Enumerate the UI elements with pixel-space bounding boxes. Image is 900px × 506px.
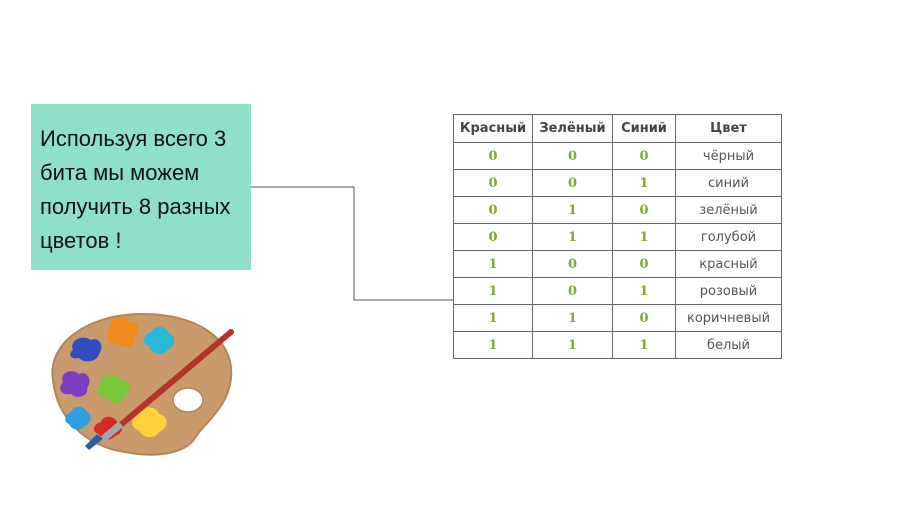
red-bit: 1 — [453, 331, 533, 359]
color-name: чёрный — [675, 142, 782, 170]
blue-bit: 0 — [612, 304, 676, 332]
header-red: Красный — [453, 114, 533, 143]
green-bit: 1 — [532, 304, 613, 332]
red-bit: 1 — [453, 304, 533, 332]
paint-palette-icon — [51, 312, 234, 456]
color-name: розовый — [675, 277, 782, 305]
callout-line-4: цветов ! — [40, 228, 122, 253]
green-bit: 0 — [532, 250, 613, 278]
green-bit: 1 — [532, 196, 613, 224]
green-bit: 0 — [532, 142, 613, 170]
red-bit: 0 — [453, 169, 533, 197]
red-bit: 1 — [453, 250, 533, 278]
table-row: 1 0 1 розовый — [453, 277, 782, 305]
color-name: белый — [675, 331, 782, 359]
red-bit: 0 — [453, 223, 533, 251]
color-name: красный — [675, 250, 782, 278]
green-bit: 0 — [532, 277, 613, 305]
red-bit: 0 — [453, 142, 533, 170]
callout-box: Используя всего 3 бита мы можем получить… — [31, 104, 251, 270]
header-green: Зелёный — [532, 114, 613, 143]
blue-bit: 1 — [612, 331, 676, 359]
color-name: коричневый — [675, 304, 782, 332]
red-bit: 0 — [453, 196, 533, 224]
table-header-row: Красный Зелёный Синий Цвет — [453, 114, 782, 143]
table-row: 1 1 0 коричневый — [453, 304, 782, 332]
callout-line-2: бита мы можем — [40, 160, 200, 185]
color-name: голубой — [675, 223, 782, 251]
blue-bit: 0 — [612, 250, 676, 278]
blue-bit: 1 — [612, 169, 676, 197]
color-name: синий — [675, 169, 782, 197]
color-name: зелёный — [675, 196, 782, 224]
table-row: 0 0 0 чёрный — [453, 142, 782, 170]
callout-line-3: получить 8 разных — [40, 194, 231, 219]
green-bit: 1 — [532, 331, 613, 359]
red-bit: 1 — [453, 277, 533, 305]
blue-bit: 0 — [612, 196, 676, 224]
green-bit: 0 — [532, 169, 613, 197]
table-row: 0 0 1 синий — [453, 169, 782, 197]
green-bit: 1 — [532, 223, 613, 251]
blue-bit: 1 — [612, 277, 676, 305]
blue-bit: 0 — [612, 142, 676, 170]
table-row: 1 1 1 белый — [453, 331, 782, 359]
table-row: 1 0 0 красный — [453, 250, 782, 278]
table-row: 0 1 1 голубой — [453, 223, 782, 251]
color-bits-table: Красный Зелёный Синий Цвет 0 0 0 чёрный … — [453, 114, 782, 359]
table-row: 0 1 0 зелёный — [453, 196, 782, 224]
header-blue: Синий — [612, 114, 676, 143]
blue-bit: 1 — [612, 223, 676, 251]
callout-line-1: Используя всего 3 — [40, 126, 227, 151]
header-color: Цвет — [675, 114, 782, 143]
